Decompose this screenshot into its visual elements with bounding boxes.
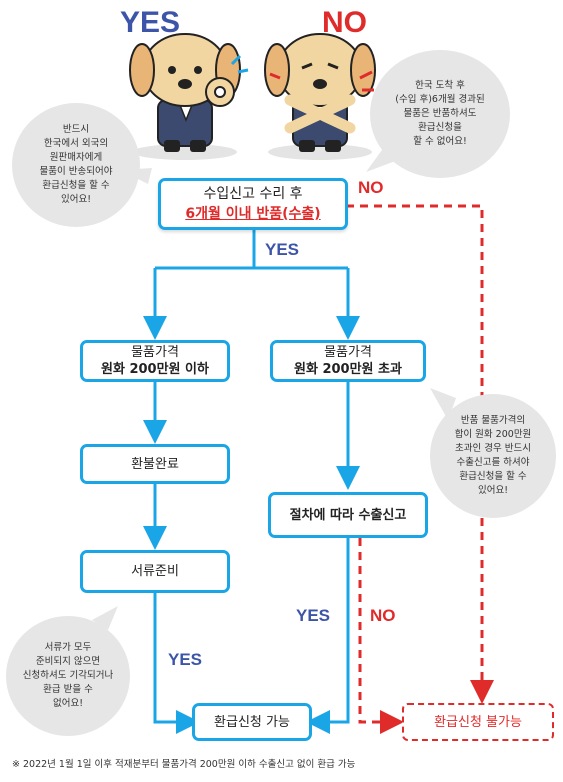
bubble-text-line: 환급신청을 (418, 122, 462, 133)
under-200-line2: 원화 200만원 이하 (101, 362, 209, 377)
yes-header: YES (120, 6, 181, 39)
bubble-text-line: 준비되지 않으면 (35, 656, 101, 667)
bubble-text-line: 환급 받을 수 (43, 684, 93, 695)
bubble-six-months: 한국 도착 후 (수입 후)6개월 경과된 물품은 반품하셔도 환급신청을 할 … (370, 50, 510, 178)
bubble-text-line: 할 수 없어요! (413, 136, 467, 147)
over-200-box: 물품가격 원화 200만원 초과 (270, 340, 426, 382)
bubble-text-line: 있어요! (60, 194, 91, 205)
over-200-line2: 원화 200만원 초과 (294, 362, 402, 377)
start-box-line1: 수입신고 수리 후 (203, 186, 303, 202)
over-200-line1: 물품가격 (324, 345, 372, 360)
bubble-text-line: 한국에서 외국의 (43, 138, 109, 149)
bubble-text-line: 한국 도착 후 (415, 80, 465, 91)
label-yes-top: YES (265, 240, 300, 259)
label-no-mid: NO (370, 606, 396, 625)
bubble-text-line: 반품 물품가격의 (460, 415, 526, 426)
bubble-text-line: 환급신청을 할 수 (42, 180, 110, 191)
mascot-ok-icon (129, 33, 249, 160)
refund-possible-box: 환급신청 가능 (192, 703, 312, 741)
bubble-docs-required: 서류가 모두 준비되지 않으면 신청하셔도 기각되거나 환급 받을 수 없어요! (6, 616, 130, 736)
label-yes-mid: YES (296, 606, 331, 625)
bubble-text-line: 물품이 반송되어야 (39, 166, 113, 177)
label-no-top: NO (358, 178, 384, 197)
refund-done-box: 환불완료 (80, 444, 230, 484)
bubble-export-required: 반품 물품가격의 합이 원화 200만원 초과인 경우 반드시 수출신고를 하셔… (430, 394, 556, 518)
docs-label: 서류준비 (131, 564, 179, 579)
under-200-box: 물품가격 원화 200만원 이하 (80, 340, 230, 382)
bubble-text-line: (수입 후)6개월 경과된 (395, 94, 485, 105)
bubble-text-line: 신청하셔도 기각되거나 (22, 670, 114, 681)
bubble-text-line: 물품은 반품하셔도 (403, 108, 477, 119)
refund-done-label: 환불완료 (131, 456, 179, 472)
bubble-text-line: 합이 원화 200만원 (454, 429, 532, 440)
bubble-text-line: 없어요! (52, 698, 83, 709)
bubble-text-line: 환급신청을 할 수 (459, 471, 527, 482)
no-header: NO (322, 6, 367, 39)
label-yes-left: YES (168, 650, 203, 669)
export-declaration-box: 절차에 따라 수출신고 (268, 492, 428, 538)
docs-box: 서류준비 (80, 550, 230, 593)
bubble-text-line: 반드시 (62, 124, 90, 135)
start-box-line2: 6개월 이내 반품(수출) (185, 206, 321, 222)
bubble-text-line: 원판매자에게 (49, 152, 103, 163)
start-box: 수입신고 수리 후 6개월 이내 반품(수출) (158, 178, 348, 230)
mascot-no-icon (264, 33, 376, 160)
refund-possible-label: 환급신청 가능 (214, 714, 290, 730)
under-200-line1: 물품가격 (131, 345, 179, 360)
bubble-must-return: 반드시 한국에서 외국의 원판매자에게 물품이 반송되어야 환급신청을 할 수 … (12, 103, 140, 227)
export-declaration-label: 절차에 따라 수출신고 (289, 507, 407, 523)
refund-impossible-box: 환급신청 불가능 (402, 703, 554, 741)
footnote: ※ 2022년 1월 1일 이후 적재분부터 물품가격 200만원 이하 수출신… (12, 759, 356, 770)
bubble-text-line: 서류가 모두 (44, 642, 92, 653)
refund-impossible-label: 환급신청 불가능 (434, 714, 522, 730)
bubble-text-line: 수출신고를 하셔야 (456, 457, 530, 468)
bubble-text-line: 있어요! (477, 485, 509, 496)
bubble-text-line: 초과인 경우 반드시 (455, 443, 531, 454)
